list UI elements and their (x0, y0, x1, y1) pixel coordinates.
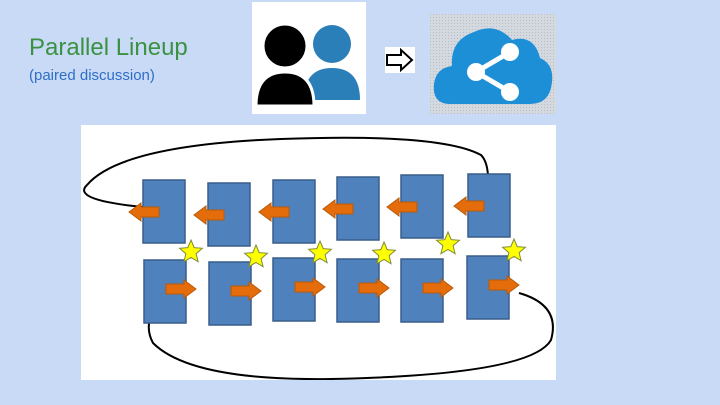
page-subtitle: (paired discussion) (29, 67, 155, 84)
right-arrow-icon (488, 275, 520, 295)
left-arrow-icon (193, 205, 225, 225)
star-icon (178, 238, 204, 263)
star-icon (501, 237, 527, 262)
lineup-svg (83, 136, 554, 380)
star-icon (371, 240, 397, 265)
star-icon (307, 239, 333, 264)
right-arrow-icon (384, 46, 416, 74)
page-title: Parallel Lineup (29, 34, 188, 61)
star-icon (435, 230, 461, 255)
left-arrow-icon (322, 199, 354, 219)
right-arrow-icon (422, 278, 454, 298)
top-card (142, 179, 186, 244)
left-arrow-icon (128, 202, 160, 222)
two-people-icon (254, 22, 360, 108)
parallel-lineup-diagram (81, 125, 556, 380)
star-icon (243, 243, 269, 268)
cloud-share-icon (430, 14, 556, 114)
right-arrow-icon (294, 277, 326, 297)
top-loop-arrow (83, 136, 497, 208)
right-arrow-icon (165, 279, 197, 299)
left-arrow-icon (386, 197, 418, 217)
right-arrow-icon (358, 278, 390, 298)
cloud-share-image (430, 14, 556, 114)
bottom-card (336, 258, 380, 323)
bottom-loop-arrow (147, 291, 554, 380)
people-image (252, 2, 366, 114)
left-arrow-icon (453, 196, 485, 216)
left-arrow-icon (258, 202, 290, 222)
right-arrow-icon (230, 281, 262, 301)
